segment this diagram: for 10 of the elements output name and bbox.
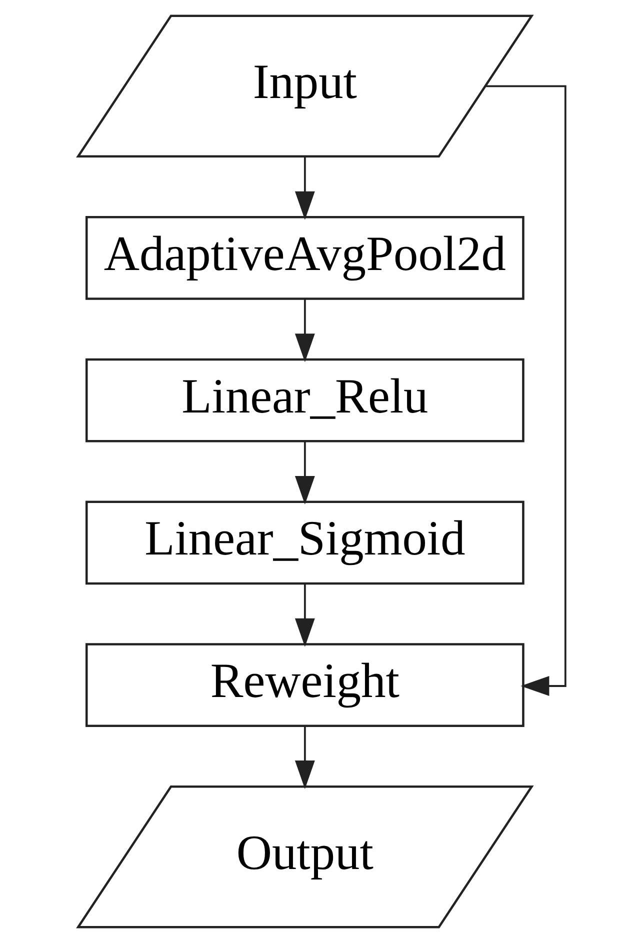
node-box: AdaptiveAvgPool2d (84, 216, 524, 300)
node-box: Linear_Sigmoid (84, 500, 524, 585)
arrow (294, 726, 314, 790)
arrow (485, 85, 566, 696)
node-box: Reweight (84, 643, 524, 727)
arrow (294, 299, 314, 362)
arrow (294, 584, 314, 647)
node-box: Linear_Relu (84, 358, 524, 442)
arrow (294, 156, 314, 220)
arrow (294, 442, 314, 504)
